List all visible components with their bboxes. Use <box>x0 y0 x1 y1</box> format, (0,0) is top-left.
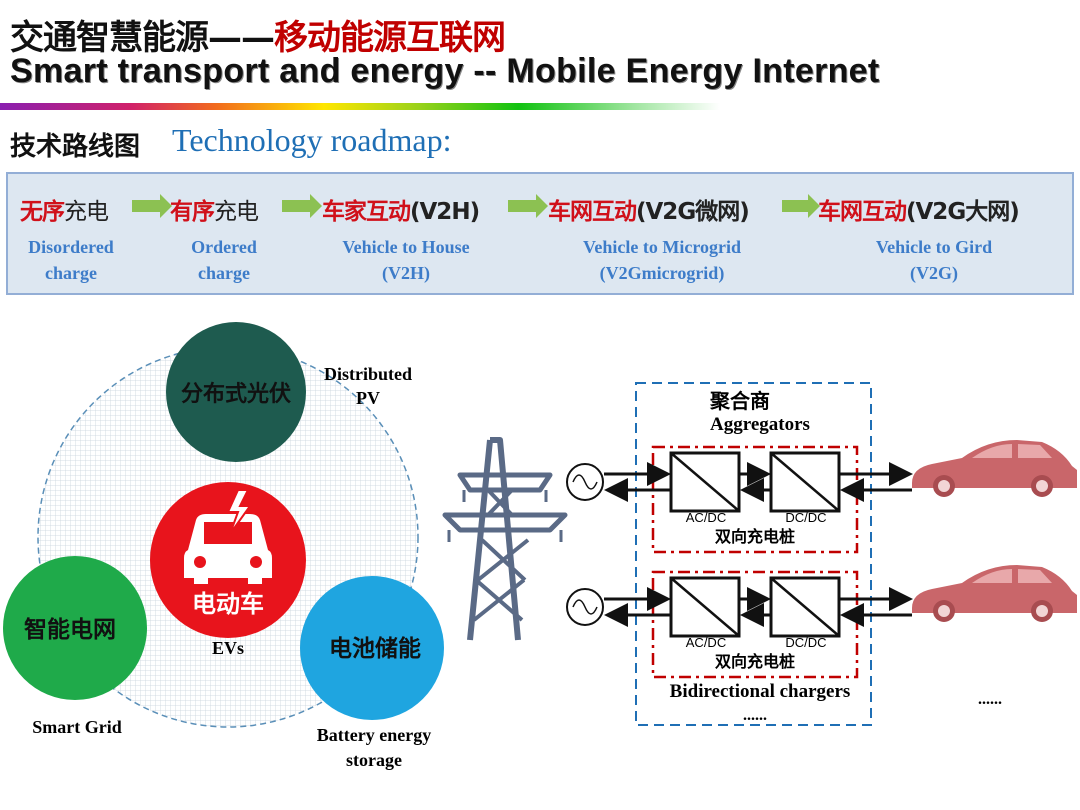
roadmap-step-3: 车家互动(V2H) <box>322 192 480 226</box>
step-rest: (V2H) <box>410 199 480 225</box>
roadmap-desc-4: Vehicle to Microgrid (V2Gmicrogrid) <box>583 234 741 286</box>
dcdc-label: DC/DC <box>785 510 826 525</box>
desc-line: Vehicle to Microgrid <box>583 237 741 257</box>
page-title-cn: 交通智慧能源——移动能源互联网 <box>10 10 506 59</box>
aggregator-box <box>635 382 872 726</box>
dcdc-label: DC/DC <box>785 635 826 650</box>
desc-line: charge <box>198 263 250 283</box>
battery-label-cn: 电池储能 <box>329 635 421 662</box>
step-red: 车网互动 <box>818 199 907 225</box>
desc-line: Disordered <box>28 237 114 257</box>
subtitle-en: Technology roadmap: <box>172 122 452 158</box>
step-red: 有序 <box>170 199 215 225</box>
acdc-label: AC/DC <box>686 635 726 650</box>
acdc-converter-icon <box>669 451 741 513</box>
subtitle-cn: 技术路线图 <box>10 132 141 162</box>
transmission-tower-icon <box>442 437 568 641</box>
ev-car-icon <box>184 489 272 584</box>
dcdc-converter-icon <box>769 576 841 638</box>
car-icon <box>912 440 1077 497</box>
desc-line: Ordered <box>191 237 257 257</box>
arrow-right-icon <box>282 194 322 218</box>
roadmap-box: 无序充电 有序充电 车家互动(V2H) 车网互动(V2G微网) 车网互动(V2G… <box>6 172 1074 295</box>
pv-circle <box>166 322 306 462</box>
battery-label-en: Battery energy <box>317 725 431 745</box>
pv-label-en: Distributed <box>324 364 412 384</box>
step-red: 无序 <box>20 199 65 225</box>
roadmap-desc-2: Ordered charge <box>191 234 257 286</box>
roadmap-desc-5: Vehicle to Gird (V2G) <box>876 234 992 286</box>
roadmap-step-5: 车网互动(V2G大网) <box>818 192 1020 226</box>
battery-label-en: storage <box>346 750 402 770</box>
roadmap-step-2: 有序充电 <box>170 192 259 226</box>
grid-label-en: Smart Grid <box>32 717 122 737</box>
arrow-right-icon <box>132 194 172 218</box>
rainbow-divider <box>0 103 720 110</box>
roadmap-desc-3: Vehicle to House (V2H) <box>342 234 469 286</box>
desc-line: Vehicle to House <box>342 237 470 257</box>
title-cn-black: 交通智慧能源—— <box>10 18 275 58</box>
title-cn-red: 移动能源互联网 <box>274 18 506 58</box>
ev-label-cn: 电动车 <box>192 590 264 618</box>
arrow-right-icon <box>508 194 548 218</box>
battery-circle <box>300 576 444 720</box>
step-rest: (V2G微网) <box>636 199 750 225</box>
ellipsis: ...... <box>743 707 767 724</box>
pv-label-en: PV <box>356 388 380 408</box>
grid-label-cn: 智能电网 <box>24 616 116 643</box>
ellipsis: ...... <box>978 691 1002 708</box>
arrow-right-icon <box>782 194 820 218</box>
desc-line: (V2G) <box>909 263 958 283</box>
charger-label-cn: 双向充电桩 <box>715 652 795 671</box>
aggregator-title-en: Aggregators <box>710 414 810 435</box>
charger-unit-2: AC/DC DC/DC 双向充电桩 <box>566 565 1077 679</box>
dcdc-converter-icon <box>769 451 841 513</box>
step-rest: 充电 <box>214 199 259 225</box>
charger-unit-1: AC/DC DC/DC 双向充电桩 <box>566 440 1077 554</box>
desc-line: (V2Gmicrogrid) <box>599 263 725 283</box>
roadmap-step-4: 车网互动(V2G微网) <box>548 192 750 226</box>
pv-label-cn: 分布式光伏 <box>181 381 291 407</box>
desc-line: Vehicle to Gird <box>875 237 993 257</box>
page-title-en: Smart transport and energy -- Mobile Ene… <box>10 52 880 90</box>
charger-label-cn: 双向充电桩 <box>715 527 795 546</box>
step-rest: (V2G大网) <box>906 199 1020 225</box>
ecosystem-diagram: 分布式光伏 电动车 智能电网 电池储能 Distributed PV EVs S… <box>3 322 444 770</box>
step-red: 车家互动 <box>322 199 411 225</box>
step-rest: 充电 <box>64 199 109 225</box>
grid-circle <box>3 556 147 700</box>
roadmap-step-1: 无序充电 <box>20 192 109 226</box>
ev-label-en: EVs <box>212 638 244 658</box>
aggregator-title-cn: 聚合商 <box>709 389 770 413</box>
acdc-label: AC/DC <box>686 510 726 525</box>
car-icon <box>912 565 1077 622</box>
step-red: 车网互动 <box>548 199 637 225</box>
acdc-converter-icon <box>669 576 741 638</box>
desc-line: charge <box>45 263 97 283</box>
desc-line: (V2H) <box>381 263 430 283</box>
charger-label-en: Bidirectional chargers <box>670 681 851 702</box>
roadmap-desc-1: Disordered charge <box>28 234 114 286</box>
